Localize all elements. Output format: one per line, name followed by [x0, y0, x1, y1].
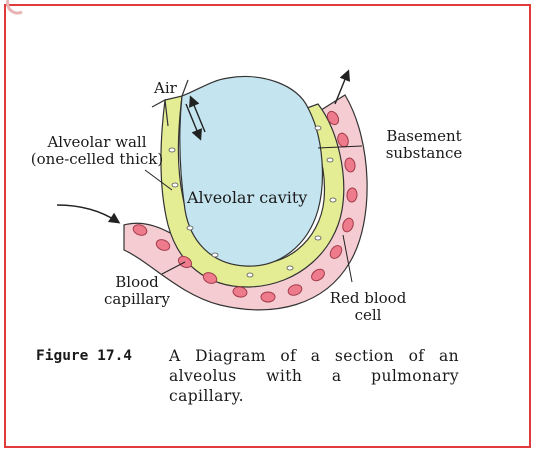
alveolar-wall-label: Alveolar wall (one-celled thick) [22, 134, 172, 168]
alveolar-cavity-shape [179, 76, 323, 267]
red-blood-cell-label-line2: cell [354, 306, 382, 324]
wall-cell-nuclei [168, 125, 337, 278]
red-blood-cell-leader [342, 234, 353, 283]
blood-capillary-label: Blood capillary [92, 274, 182, 308]
alveolar-cavity-label: Alveolar cavity [187, 188, 308, 207]
blood-capillary-leader [161, 261, 186, 275]
airway-right-wall [181, 79, 189, 97]
figure-caption-text: A Diagram of a section of an alveolus wi… [169, 347, 459, 405]
air-out-arrow [189, 95, 206, 133]
blood-capillary-label-line2: capillary [104, 290, 170, 308]
blood-inflow-arrow [56, 204, 121, 224]
basement-label-line2: substance [385, 144, 463, 162]
alveolar-wall-leader [144, 169, 173, 191]
air-label: Air [154, 79, 177, 97]
basement-label-line1: Basement [386, 127, 462, 145]
blood-capillary-label-line1: Blood [115, 273, 159, 291]
air-in-arrow [185, 103, 202, 141]
figure-number: Figure 17.4 [36, 348, 133, 364]
blood-outflow-arrow [334, 69, 351, 105]
corner-decoration-icon [6, 0, 23, 15]
red-blood-cell-label: Red blood cell [318, 290, 418, 324]
red-blood-cells [132, 110, 358, 303]
alveolar-wall-label-line1: Alveolar wall [47, 133, 147, 151]
basement-substance-label: Basement substance [364, 128, 484, 162]
airway-left-wall [151, 99, 169, 127]
alveolar-wall-label-line2: (one-celled thick) [30, 150, 164, 168]
red-blood-cell-label-line1: Red blood [329, 289, 407, 307]
basement-leader [317, 145, 363, 149]
